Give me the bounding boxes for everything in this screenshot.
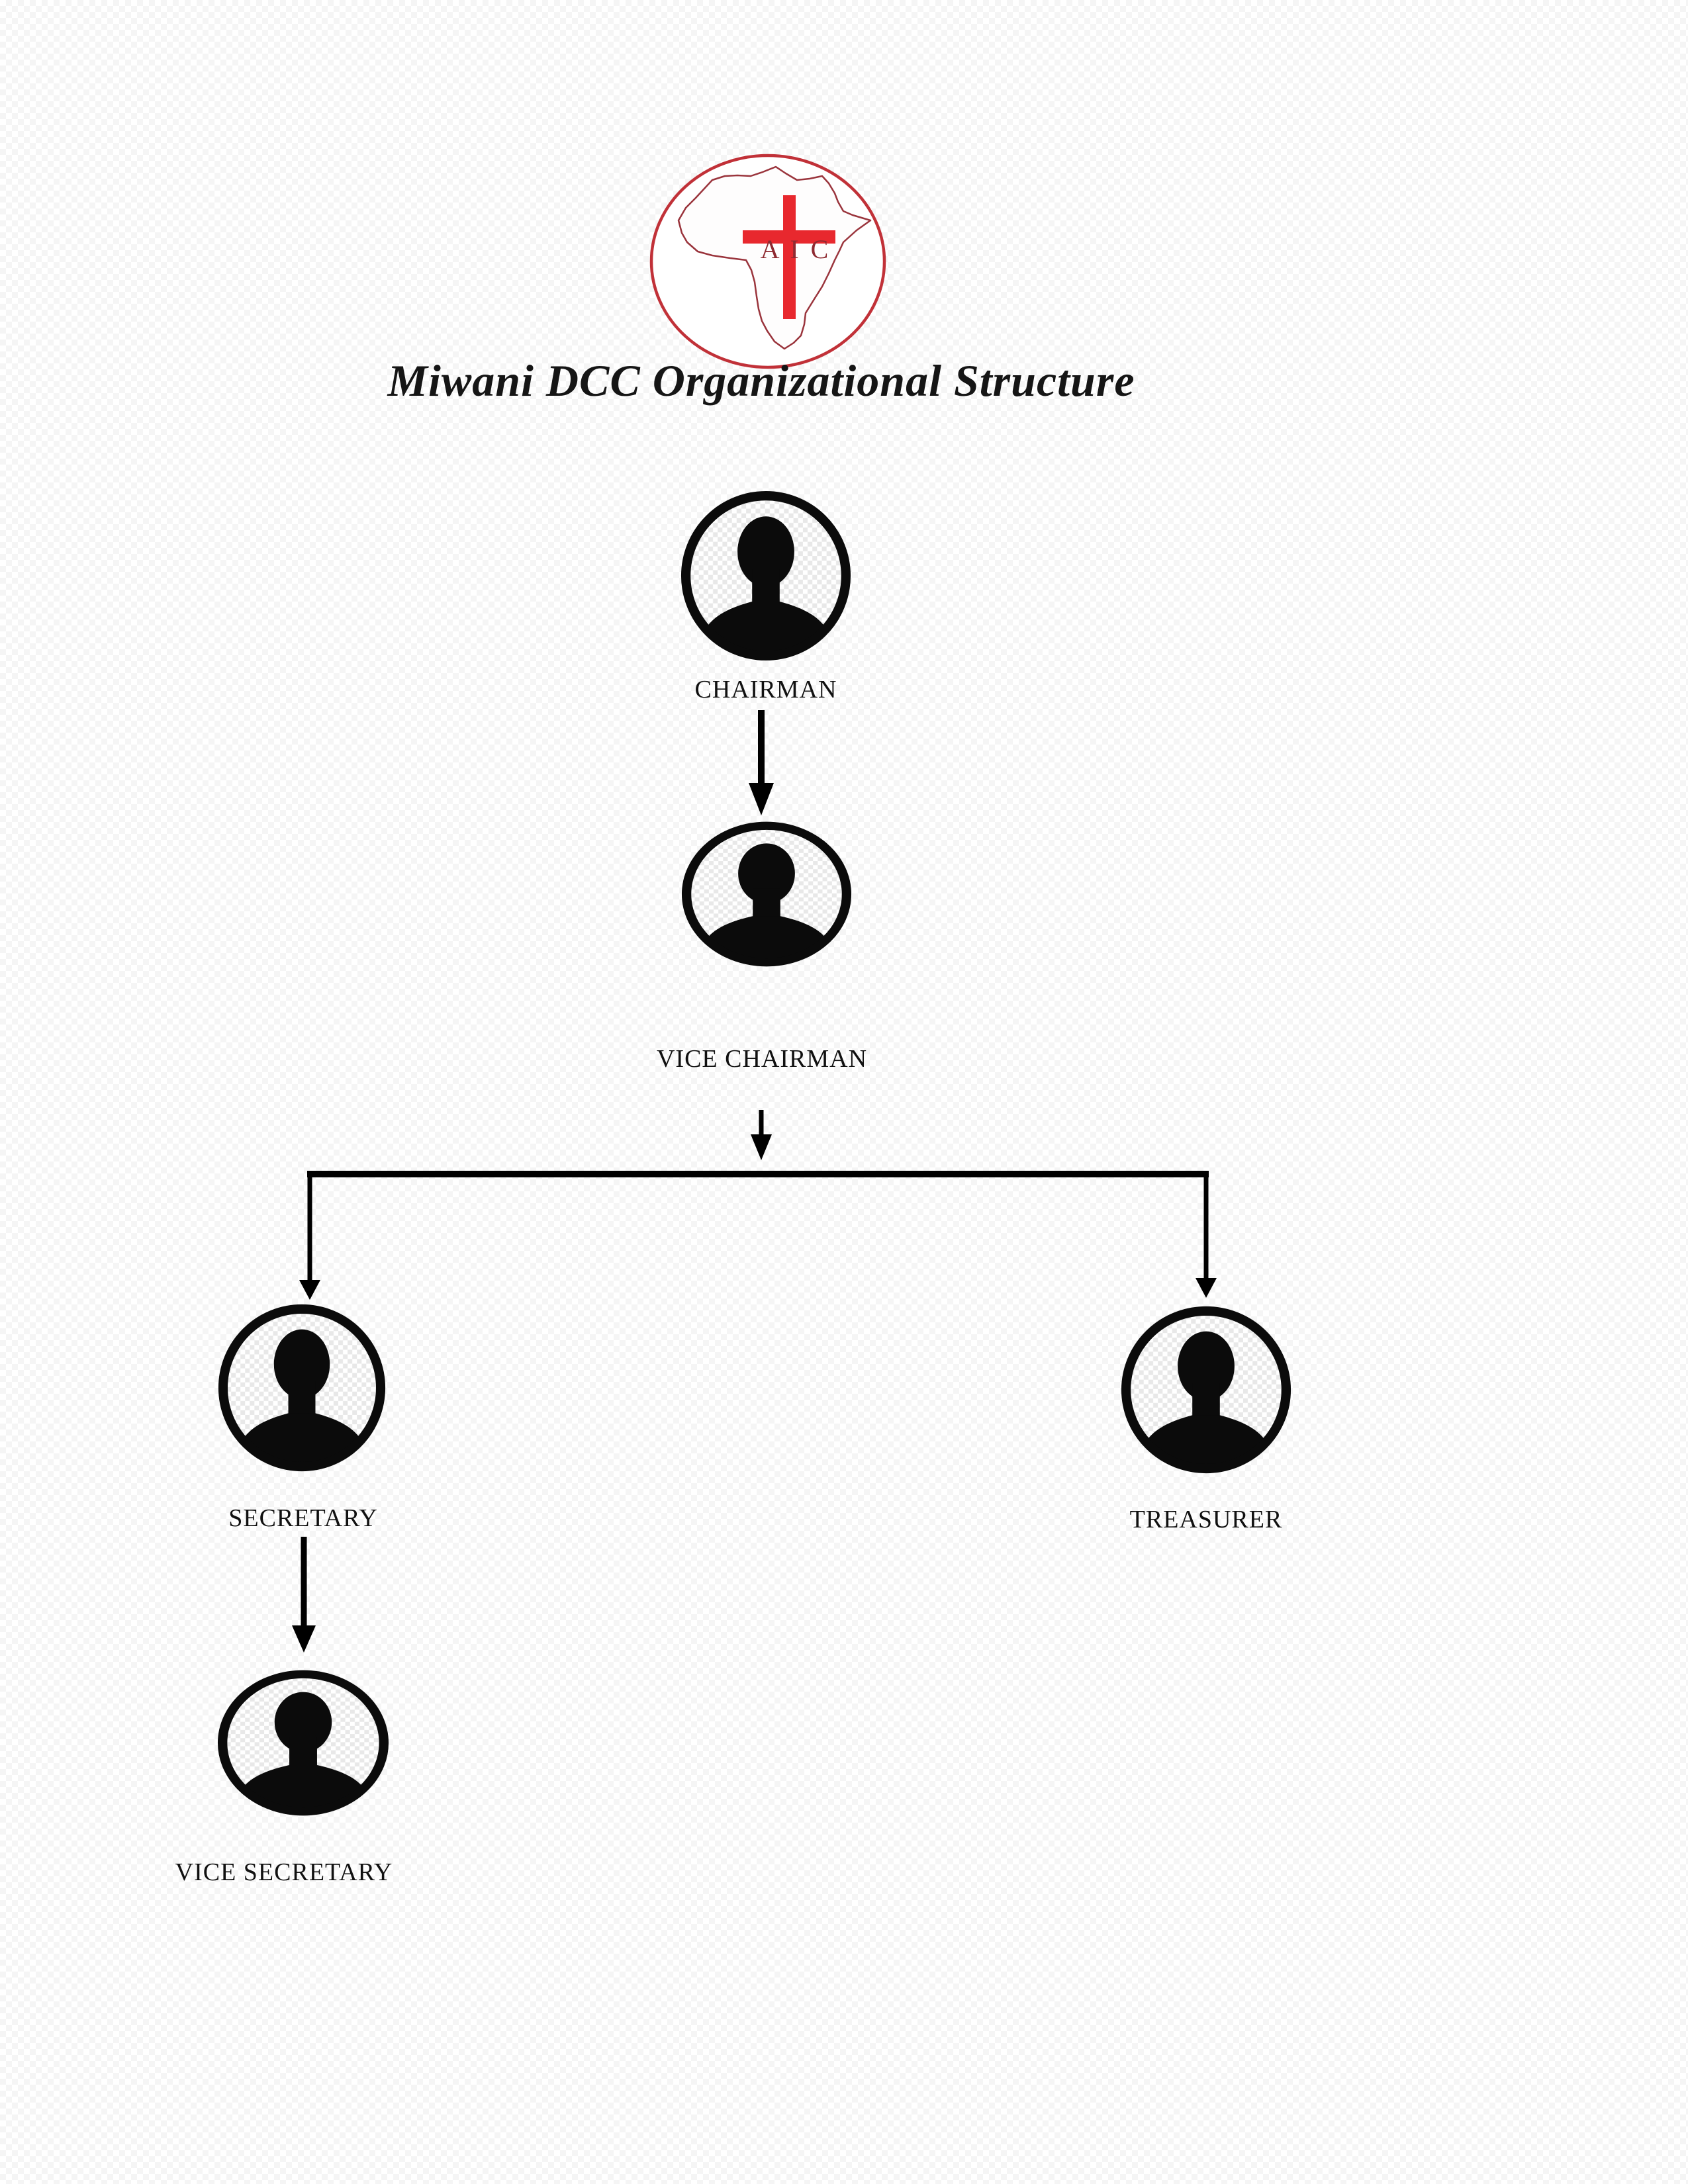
edge-secretary-to-vice-secretary bbox=[292, 1537, 316, 1653]
logo-letters: A I C bbox=[761, 234, 831, 264]
node-label-vice-secretary: VICE SECRETARY bbox=[175, 1858, 393, 1886]
edge-chairman-to-vice-chairman bbox=[749, 710, 774, 815]
person-avatar-icon-secretary bbox=[217, 1303, 387, 1473]
edge-branch-to-treasurer bbox=[1196, 1171, 1217, 1298]
node-label-chairman: CHAIRMAN bbox=[694, 676, 837, 704]
page-title: Miwani DCC Organizational Structure bbox=[387, 355, 1135, 406]
person-avatar-icon-treasurer bbox=[1120, 1305, 1292, 1475]
node-label-vice-chairman: VICE CHAIRMAN bbox=[656, 1045, 868, 1073]
cross-icon bbox=[743, 195, 835, 319]
edge-branch-to-secretary bbox=[299, 1171, 320, 1300]
node-label-secretary: SECRETARY bbox=[228, 1504, 378, 1532]
person-avatar-icon-vice-secretary bbox=[216, 1669, 390, 1817]
africa-map-outline bbox=[677, 165, 872, 350]
aic-church-logo: A I C bbox=[649, 154, 886, 369]
person-avatar-icon-vice-chairman bbox=[680, 821, 853, 968]
node-label-treasurer: TREASURER bbox=[1129, 1506, 1283, 1533]
edge-vice-chairman-to-branch bbox=[751, 1110, 772, 1160]
person-avatar-icon-chairman bbox=[680, 490, 852, 662]
